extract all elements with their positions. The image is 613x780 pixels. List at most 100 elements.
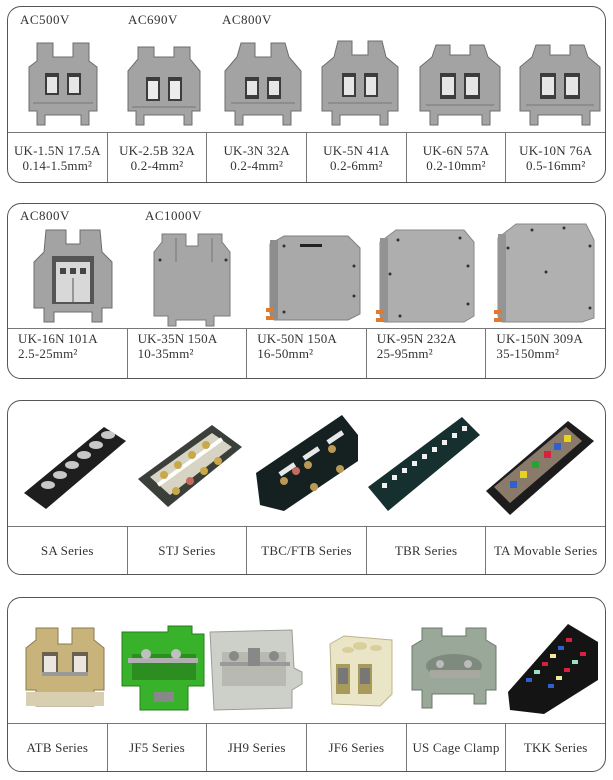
product-cell[interactable]: UK-50N 150A 16-50mm² [246,329,366,378]
product-model: UK-5N 41A [323,142,390,158]
series-cell[interactable]: JF6 Series [306,724,406,771]
series-cell[interactable]: TA Movable Series [485,527,605,574]
panel-uk-large-terminals: AC800V AC1000V [7,203,606,379]
din-terminal-icon [494,223,595,323]
product-image-uk-35n[interactable] [150,232,234,328]
product-range: 0.5-16mm² [525,157,586,173]
product-model: UK-1.5N 17.5A [13,142,101,158]
product-model: UK-6N 57A [422,142,490,158]
product-model: UK-150N 309A [496,331,583,346]
product-range: 0.2-6mm² [329,157,383,173]
product-image-uk-16n[interactable] [30,226,116,326]
din-terminal-icon [508,624,598,714]
din-terminal-icon [224,42,302,126]
label-row: SA Series STJ Series TBC/FTB Series TBR … [8,526,605,574]
series-name: TKK Series [523,740,588,755]
product-image-jh9-series[interactable] [208,628,304,712]
series-cell[interactable]: ATB Series [8,724,107,771]
product-model: UK-16N 101A [18,331,98,346]
product-image-uk-2-5b[interactable] [122,37,206,129]
series-name: STJ Series [158,543,216,558]
product-image-tbc-ftb-series[interactable] [254,411,364,515]
product-image-jf6-series[interactable] [326,634,398,710]
series-name: JF6 Series [328,740,385,755]
series-cell[interactable]: US Cage Clamp [405,724,506,771]
label-row: UK-1.5N 17.5A 0.14-1.5mm² UK-2.5B 32A 0.… [8,132,605,182]
series-cell[interactable]: JF5 Series [106,724,207,771]
product-cell[interactable]: UK-150N 309A 35-150mm² [485,329,605,378]
product-image-uk-6n[interactable] [418,37,502,129]
product-model: UK-2.5B 32A [119,142,195,158]
product-cell[interactable]: UK-1.5N 17.5A 0.14-1.5mm² [8,133,107,182]
product-image-uk-95n[interactable] [374,226,478,328]
product-cell[interactable]: UK-2.5B 32A 0.2-4mm² [106,133,207,182]
series-cell[interactable]: JH9 Series [206,724,306,771]
series-cell[interactable]: TBR Series [365,527,486,574]
product-image-us-cage-clamp[interactable] [410,626,500,712]
din-terminal-icon [419,44,501,126]
product-image-uk-50n[interactable] [264,234,364,326]
product-image-uk-150n[interactable] [494,220,598,328]
din-terminal-icon [209,629,303,711]
din-terminal-icon [121,625,205,711]
product-range: 25-95mm² [376,346,433,361]
product-range: 16-50mm² [257,346,314,361]
product-range: 2.5-25mm² [18,346,78,361]
product-range: 0.2-4mm² [130,157,184,173]
voltage-label: AC1000V [145,208,202,223]
barrier-block-icon [138,425,242,507]
product-image-ta-movable-series[interactable] [482,415,598,519]
series-cell[interactable]: STJ Series [126,527,247,574]
din-terminal-icon [28,42,98,126]
label-row: ATB Series JF5 Series JH9 Series JF6 Ser… [8,723,605,771]
series-name: TBR Series [394,543,458,558]
product-image-jf5-series[interactable] [118,624,208,712]
din-terminal-icon [266,235,361,321]
product-image-tkk-series[interactable] [504,618,600,718]
product-cell[interactable]: UK-10N 76A 0.5-16mm² [505,133,605,182]
product-cell[interactable]: UK-95N 232A 25-95mm² [365,329,486,378]
product-image-tbr-series[interactable] [366,411,482,515]
series-name: JF5 Series [129,740,185,755]
barrier-block-icon [368,417,480,511]
din-terminal-icon [411,627,497,709]
product-image-uk-3n[interactable] [221,37,305,129]
product-model: UK-95N 232A [376,331,457,346]
series-cell[interactable]: TKK Series [505,724,605,771]
series-name: JH9 Series [227,740,286,755]
product-model: UK-3N 32A [223,142,290,158]
voltage-label: AC800V [222,12,272,27]
din-terminal-icon [127,46,201,126]
product-cell[interactable]: UK-35N 150A 10-35mm² [126,329,247,378]
product-cell[interactable]: UK-3N 32A 0.2-4mm² [206,133,306,182]
din-terminal-icon [33,229,113,323]
series-name: SA Series [40,543,94,558]
voltage-label: AC800V [20,208,70,223]
product-image-uk-1-5n[interactable] [23,37,103,129]
product-model: UK-50N 150A [257,331,338,346]
product-model: UK-35N 150A [137,331,218,346]
product-cell[interactable]: UK-5N 41A 0.2-6mm² [306,133,406,182]
product-image-stj-series[interactable] [136,419,246,515]
product-cell[interactable]: UK-6N 57A 0.2-10mm² [405,133,506,182]
product-range: 10-35mm² [137,346,194,361]
product-model: UK-10N 76A [519,142,593,158]
voltage-label: AC690V [128,12,178,27]
series-cell[interactable]: TBC/FTB Series [246,527,366,574]
product-image-atb-series[interactable] [22,626,108,712]
product-image-sa-series[interactable] [20,423,130,513]
din-terminal-icon [321,40,399,126]
din-terminal-icon [329,635,393,707]
barrier-block-icon [24,427,126,509]
product-image-uk-5n[interactable] [318,37,402,129]
series-cell[interactable]: SA Series [8,527,127,574]
label-row: UK-16N 101A 2.5-25mm² UK-35N 150A 10-35m… [8,328,605,378]
panel-barrier-terminal-blocks: SA Series STJ Series TBC/FTB Series TBR … [7,400,606,575]
series-name: US Cage Clamp [412,740,500,755]
din-terminal-icon [519,44,601,126]
product-range: 0.2-4mm² [230,157,284,173]
product-image-uk-10n[interactable] [518,37,602,129]
voltage-label: AC500V [20,12,70,27]
product-cell[interactable]: UK-16N 101A 2.5-25mm² [8,329,127,378]
product-range: 0.2-10mm² [426,157,486,173]
